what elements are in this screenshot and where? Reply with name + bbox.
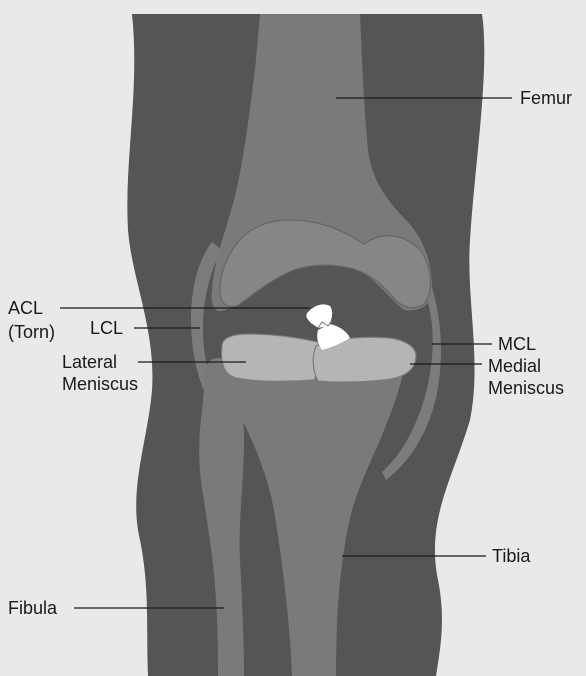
label-medial: Medial <box>488 356 541 376</box>
label-lateral-meniscus: Meniscus <box>62 374 138 394</box>
label-acl: ACL <box>8 298 43 318</box>
label-medial-meniscus: Meniscus <box>488 378 564 398</box>
label-fibula: Fibula <box>8 598 58 618</box>
label-tibia: Tibia <box>492 546 531 566</box>
lateral-meniscus <box>222 334 321 381</box>
label-acl-torn: (Torn) <box>8 322 55 342</box>
label-mcl: MCL <box>498 334 536 354</box>
label-lateral: Lateral <box>62 352 117 372</box>
label-femur: Femur <box>520 88 572 108</box>
label-lcl: LCL <box>90 318 123 338</box>
